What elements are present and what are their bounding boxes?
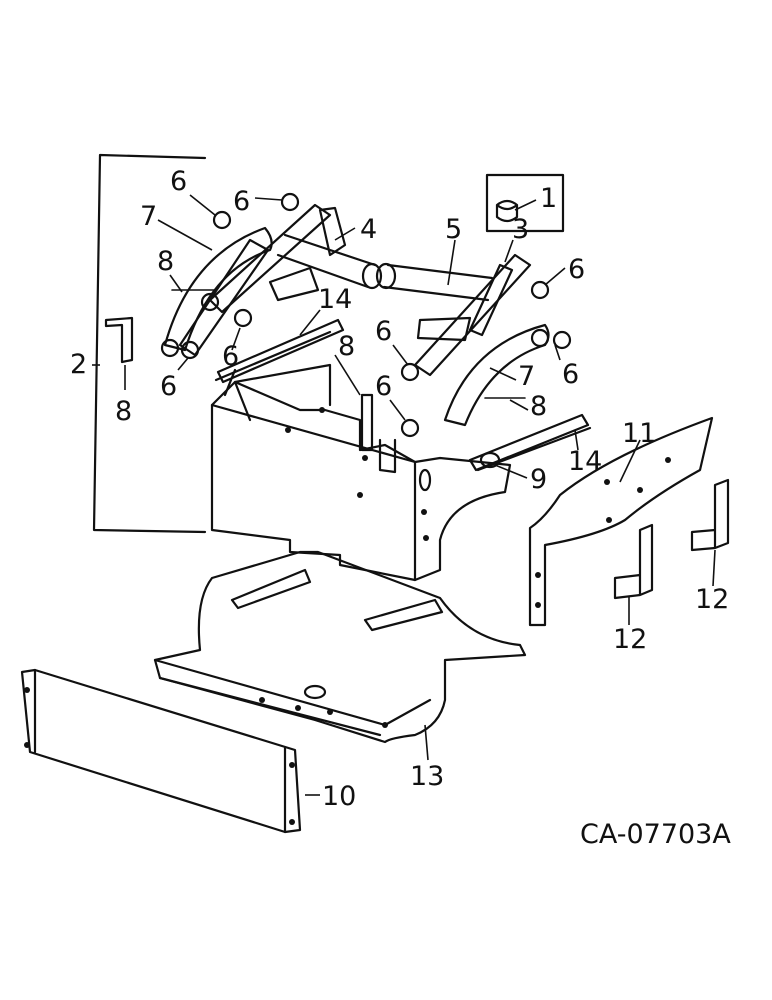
callout-1: 1 bbox=[540, 183, 557, 214]
callout-7-right: 7 bbox=[518, 361, 535, 392]
side-panel-holes bbox=[535, 457, 671, 608]
callout-14-right: 14 bbox=[568, 446, 602, 477]
left-tube-bracket bbox=[268, 266, 320, 302]
callout-5: 5 bbox=[445, 214, 462, 245]
floor-plate-tab-left bbox=[230, 568, 312, 610]
callout-6-right-top: 6 bbox=[568, 254, 585, 285]
callout-8-left-lower: 8 bbox=[115, 396, 132, 427]
bracket-12-right bbox=[690, 478, 730, 552]
right-link-arm bbox=[413, 253, 532, 377]
callout-12-right: 12 bbox=[695, 584, 729, 615]
callout-7-left: 7 bbox=[140, 201, 157, 232]
right-tube-bracket bbox=[416, 316, 472, 342]
left-strap bbox=[214, 318, 345, 397]
tube-end-left bbox=[361, 262, 383, 290]
floor-plate bbox=[153, 550, 527, 744]
item-1-bushing bbox=[495, 199, 519, 223]
front-panel-edge bbox=[33, 668, 287, 834]
callout-11: 11 bbox=[622, 418, 656, 449]
tube-end-right bbox=[375, 262, 397, 290]
front-panel-holes bbox=[24, 687, 295, 825]
callout-4: 4 bbox=[360, 214, 377, 245]
floor-plate-holes bbox=[259, 684, 388, 728]
front-panel bbox=[20, 668, 302, 834]
callout-10: 10 bbox=[322, 781, 356, 812]
callout-8-left-upper: 8 bbox=[157, 246, 174, 277]
console-holes bbox=[285, 407, 429, 541]
callout-2: 2 bbox=[70, 349, 87, 380]
callout-6-top-left: 6 bbox=[170, 166, 187, 197]
callout-12-left: 12 bbox=[613, 624, 647, 655]
leader-lines bbox=[92, 194, 716, 796]
callout-6-left-bottom: 6 bbox=[160, 371, 177, 402]
left-link-arm bbox=[178, 238, 270, 357]
callout-3: 3 bbox=[512, 214, 529, 245]
item-1-box bbox=[485, 173, 565, 233]
callout-6-center-upper: 6 bbox=[375, 316, 392, 347]
callout-6-left-lower: 6 bbox=[222, 341, 239, 372]
strap-fastener bbox=[479, 451, 501, 469]
callout-6-top-mid: 6 bbox=[233, 186, 250, 217]
console-box-front bbox=[210, 403, 417, 582]
left-pivot-bracket bbox=[318, 206, 347, 257]
right-upper-link bbox=[468, 263, 514, 337]
cross-tube-right bbox=[382, 263, 494, 302]
left-upper-link bbox=[208, 203, 332, 314]
side-panel bbox=[528, 416, 714, 627]
floor-plate-edge bbox=[153, 658, 432, 737]
callout-13: 13 bbox=[410, 761, 444, 792]
bushings bbox=[160, 192, 572, 438]
cross-tube-left bbox=[276, 233, 377, 289]
reference-code: CA-07703A bbox=[580, 819, 731, 850]
callout-6-right-lower: 6 bbox=[562, 359, 579, 390]
pin-8-center bbox=[360, 393, 374, 452]
console-box-inner bbox=[233, 363, 332, 422]
assembly-bracket-2 bbox=[92, 153, 207, 534]
right-strap bbox=[468, 413, 592, 472]
left-arc-plate bbox=[163, 226, 273, 352]
console-slot bbox=[378, 438, 397, 474]
callout-6-center-lower: 6 bbox=[375, 371, 392, 402]
console-box bbox=[210, 380, 512, 582]
callout-8-center: 8 bbox=[338, 331, 355, 362]
floor-plate-tab-right bbox=[363, 598, 444, 632]
console-slot-right bbox=[418, 468, 432, 492]
bracket-12-left bbox=[613, 523, 654, 600]
callout-8-right: 8 bbox=[530, 391, 547, 422]
pin-8-left-loose bbox=[104, 316, 134, 364]
callout-14-left: 14 bbox=[318, 284, 352, 315]
callout-9: 9 bbox=[530, 464, 547, 495]
